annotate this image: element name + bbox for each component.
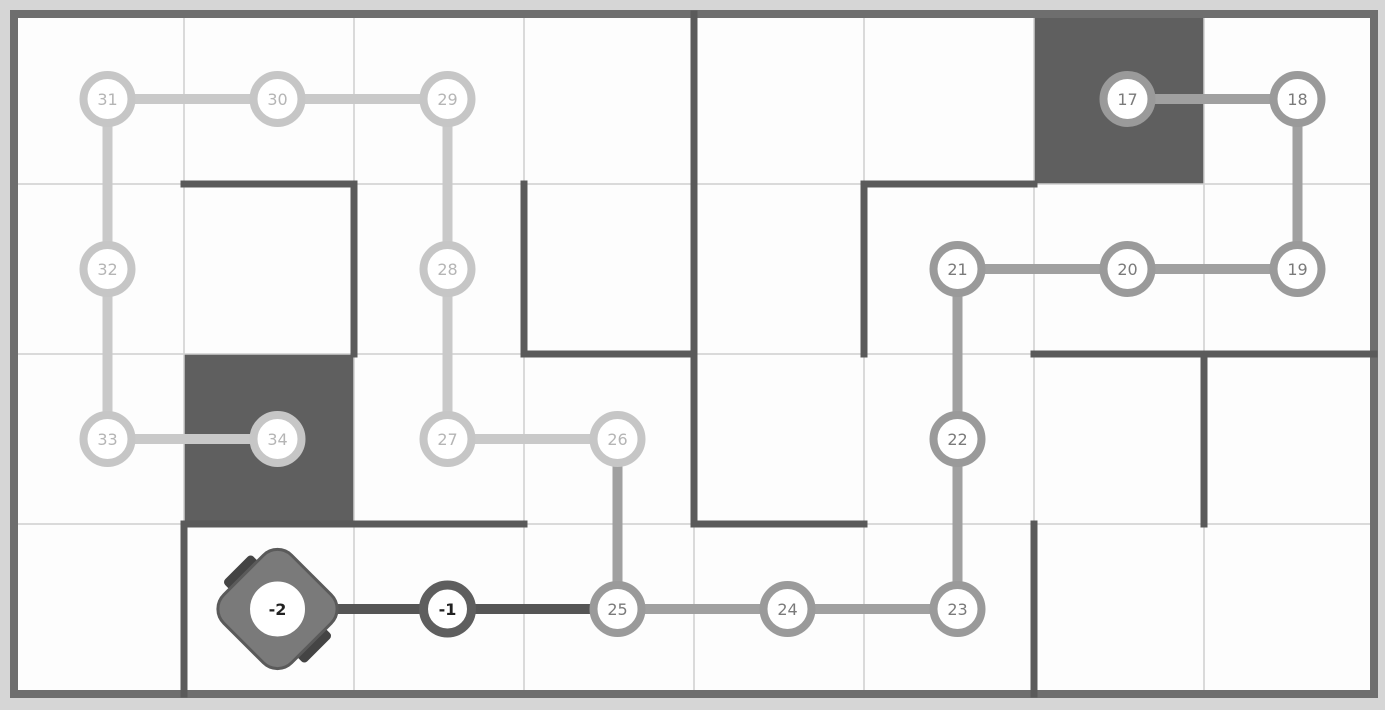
node-label: 29 <box>437 90 457 109</box>
node-label: 32 <box>97 260 117 279</box>
path-node: 17 <box>1104 75 1152 123</box>
node-label: 26 <box>607 430 627 449</box>
path-node: 20 <box>1104 245 1152 293</box>
node-label: 23 <box>947 600 967 619</box>
path-node: -1 <box>424 585 472 633</box>
node-label: 18 <box>1287 90 1307 109</box>
node-label: 21 <box>947 260 967 279</box>
node-label: 30 <box>267 90 287 109</box>
path-node: 33 <box>84 415 132 463</box>
path-node: 24 <box>764 585 812 633</box>
path-node: 25 <box>594 585 642 633</box>
path-node: 21 <box>934 245 982 293</box>
node-label: 17 <box>1117 90 1137 109</box>
node-label: -1 <box>439 600 457 619</box>
node-label: -2 <box>269 600 287 619</box>
path-node: 19 <box>1274 245 1322 293</box>
node-label: 25 <box>607 600 627 619</box>
node-label: 34 <box>267 430 287 449</box>
path-node: 26 <box>594 415 642 463</box>
node-label: 33 <box>97 430 117 449</box>
path-node: 32 <box>84 245 132 293</box>
path-node: 23 <box>934 585 982 633</box>
node-label: 27 <box>437 430 457 449</box>
node-label: 28 <box>437 260 457 279</box>
path-node: 30 <box>254 75 302 123</box>
path-node: 27 <box>424 415 472 463</box>
path-node: -2 <box>254 585 302 633</box>
path-node: 31 <box>84 75 132 123</box>
node-label: 20 <box>1117 260 1137 279</box>
node-label: 31 <box>97 90 117 109</box>
node-label: 19 <box>1287 260 1307 279</box>
node-label: 24 <box>777 600 797 619</box>
path-node: 29 <box>424 75 472 123</box>
node-label: 22 <box>947 430 967 449</box>
path-node: 18 <box>1274 75 1322 123</box>
path-node: 34 <box>254 415 302 463</box>
path-node: 22 <box>934 415 982 463</box>
path-node: 28 <box>424 245 472 293</box>
